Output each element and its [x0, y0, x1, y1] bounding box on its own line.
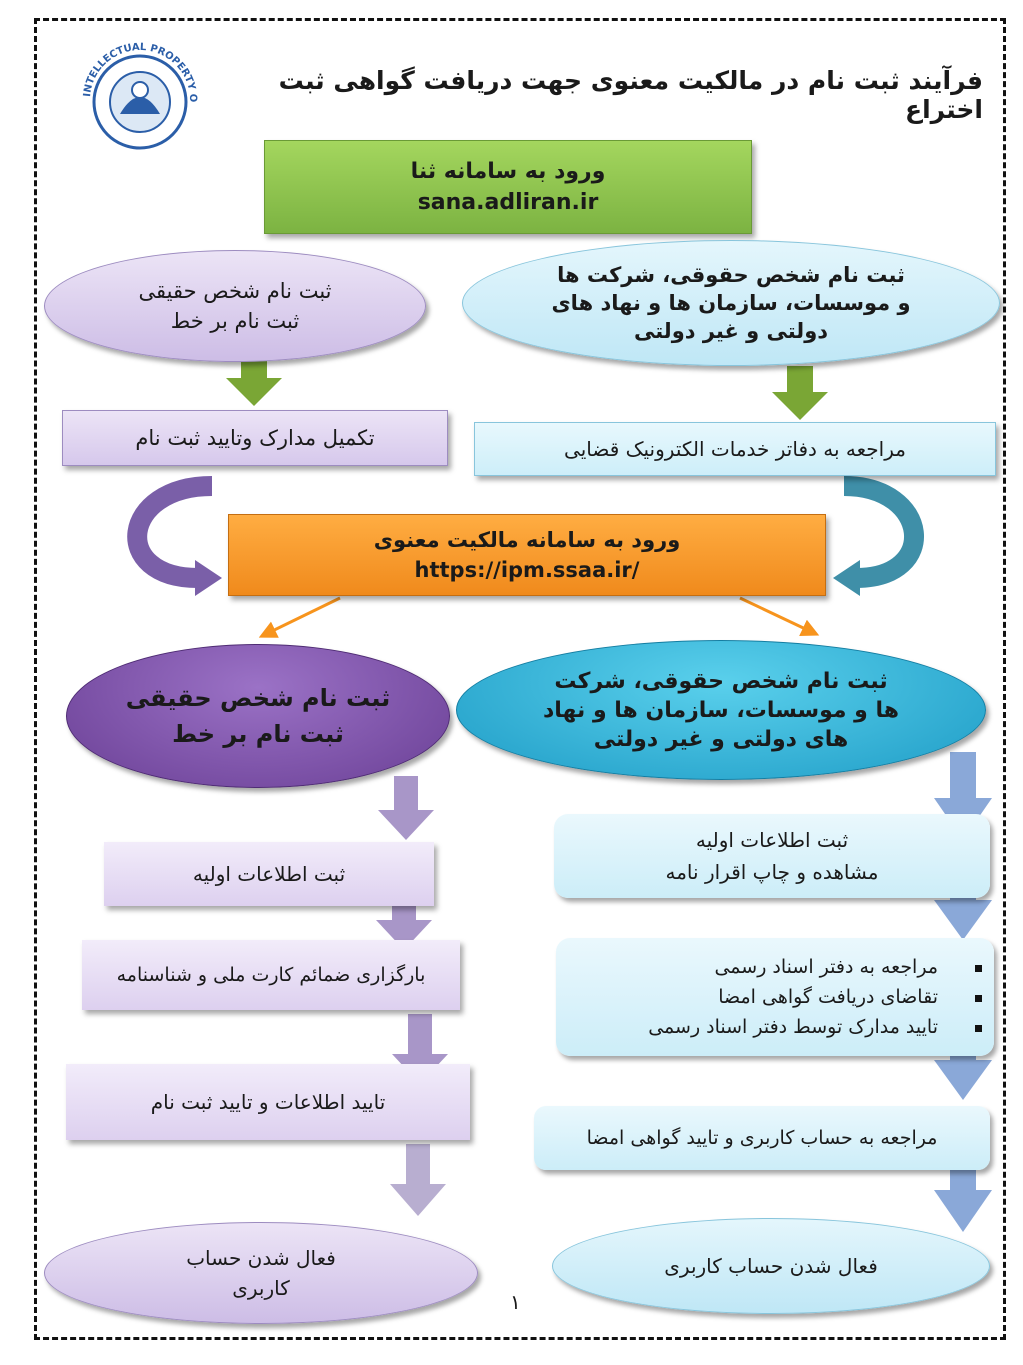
curved-arrow-left-head [195, 560, 222, 596]
left-step-upload-attachments: بارگزاری ضمائم کارت ملی و شناسنامه [82, 940, 460, 1010]
left-step-confirm-registration: تایید اطلاعات و تایید ثبت نام [66, 1064, 470, 1140]
sana-url: sana.adliran.ir [417, 190, 599, 215]
sana-natural-person-ellipse: ثبت نام شخص حقیقی ثبت نام بر خط [44, 250, 426, 362]
page-title: فرآیند ثبت نام در مالکیت معنوی جهت دریاف… [278, 66, 983, 124]
right-step-notary-office: مراجعه به دفتر اسناد رسمی تقاضای دریافت … [556, 938, 994, 1056]
right-account-activated-label: فعال شدن حساب کاربری [664, 1254, 878, 1278]
right-step-user-account-confirm-label: مراجعه به حساب کاربری و تایید گواهی امضا [586, 1127, 938, 1149]
right-step-initial-info: ثبت اطلاعات اولیه مشاهده و چاپ اقرار نام… [554, 814, 990, 898]
page-number: ۱ [510, 1290, 521, 1314]
right-step-user-account-confirm: مراجعه به حساب کاربری و تایید گواهی امضا [534, 1106, 990, 1170]
ipm-login-box: ورود به سامانه مالکیت معنوی https://ipm.… [228, 514, 826, 596]
arrow-down-icon [378, 776, 434, 840]
left-account-activated-line-2: کاربری [232, 1276, 290, 1300]
ip-office-logo: INTELLECTUAL PROPERTY OFFICE 2022 SKUMS [76, 40, 198, 150]
right-step-notary-item: مراجعه به دفتر اسناد رسمی [556, 956, 994, 978]
ipm-natural-person-ellipse: ثبت نام شخص حقیقی ثبت نام بر خط [66, 644, 450, 788]
page-frame [34, 18, 1006, 1340]
ipm-legal-person-ellipse: ثبت نام شخص حقوقی، شرکت ها و موسسات، ساز… [456, 640, 986, 780]
bullet-square-icon [975, 995, 982, 1002]
right-account-activated-ellipse: فعال شدن حساب کاربری [552, 1218, 990, 1314]
left-step-initial-info: ثبت اطلاعات اولیه [104, 842, 434, 906]
judicial-office-label: مراجعه به دفاتر خدمات الکترونیک قضایی [564, 437, 906, 461]
sana-legal-line-2: و موسسات، سازمان ها و نهاد های [551, 291, 911, 315]
sana-natural-person-label: ثبت نام شخص حقیقی [138, 279, 332, 303]
arrow-down-icon [934, 1160, 992, 1232]
bullet-square-icon [975, 1025, 982, 1032]
arrow-down-icon [390, 1144, 446, 1216]
bullet-square-icon [975, 965, 982, 972]
complete-documents-box: تکمیل مدارک وتایید ثبت نام [62, 410, 448, 466]
sana-legal-line-1: ثبت نام شخص حقوقی، شرکت ها [557, 263, 905, 287]
complete-documents-label: تکمیل مدارک وتایید ثبت نام [135, 426, 375, 450]
curved-arrow-right-head [833, 560, 860, 596]
ipm-login-title: ورود به سامانه مالکیت معنوی [373, 528, 681, 552]
ipm-natural-person-label: ثبت نام شخص حقیقی [125, 684, 391, 712]
right-step-print-declaration-label: مشاهده و چاپ اقرار نامه [665, 860, 879, 884]
ipm-url: https://ipm.ssaa.ir/ [414, 558, 640, 582]
curved-arrow-right-icon [843, 476, 924, 588]
right-step-notary-item: تقاضای دریافت گواهی امضا [556, 986, 994, 1008]
right-step-notary-item: تایید مدارک توسط دفتر اسناد رسمی [556, 1016, 994, 1038]
ipm-legal-line-3: های دولتی و غیر دولتی [593, 726, 849, 752]
sana-login-title: ورود به سامانه ثنا [410, 159, 606, 184]
left-account-activated-line-1: فعال شدن حساب [186, 1246, 336, 1270]
left-step-confirm-registration-label: تایید اطلاعات و تایید ثبت نام [150, 1090, 386, 1114]
left-step-initial-info-label: ثبت اطلاعات اولیه [192, 862, 346, 886]
sana-legal-person-ellipse: ثبت نام شخص حقوقی، شرکت ها و موسسات، ساز… [462, 240, 1000, 366]
ipm-online-registration-label: ثبت نام بر خط [172, 720, 344, 748]
left-step-upload-attachments-label: بارگزاری ضمائم کارت ملی و شناسنامه [116, 964, 426, 986]
arrow-down-icon [772, 366, 828, 420]
ipm-legal-line-1: ثبت نام شخص حقوقی، شرکت [554, 668, 888, 694]
sana-online-registration-label: ثبت نام بر خط [170, 309, 300, 333]
sana-legal-line-3: دولتی و غیر دولتی [633, 319, 829, 343]
ipm-legal-line-2: ها و موسسات، سازمان ها و نهاد [542, 697, 900, 723]
judicial-office-box: مراجعه به دفاتر خدمات الکترونیک قضایی [474, 422, 996, 476]
right-step-initial-info-label: ثبت اطلاعات اولیه [695, 828, 849, 852]
sana-login-box: ورود به سامانه ثنا sana.adliran.ir [264, 140, 752, 234]
left-account-activated-ellipse: فعال شدن حساب کاربری [44, 1222, 478, 1324]
curved-arrow-left-icon [127, 476, 213, 588]
